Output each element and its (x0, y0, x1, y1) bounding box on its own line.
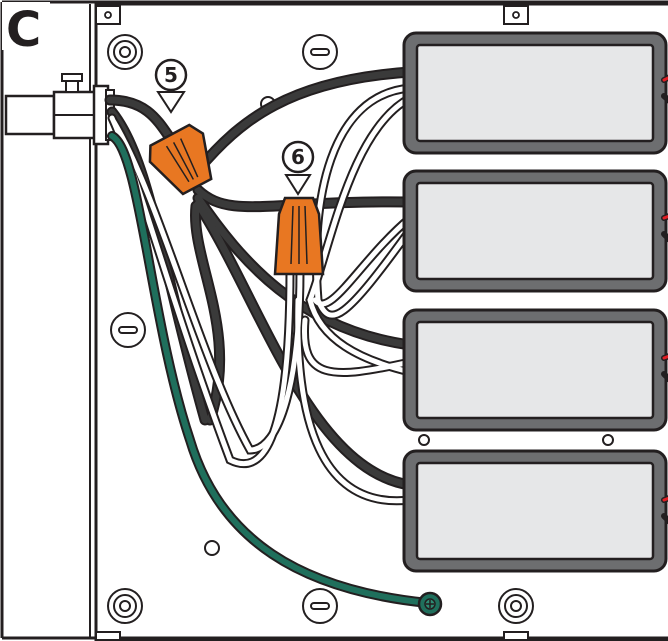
wire-nut-icon (148, 123, 213, 196)
callout-6: 6 (281, 140, 315, 196)
mounting-hole-icon (418, 434, 430, 446)
bottom-tab-right (503, 631, 529, 641)
knockout-icon (107, 588, 143, 624)
ground-screw-icon (417, 591, 443, 617)
panel-letter-box (2, 2, 50, 50)
wire-nut-icon (273, 196, 325, 276)
callout-5: 5 (154, 58, 188, 114)
callout-5-label: 5 (164, 63, 178, 87)
mounting-hole-icon (204, 540, 220, 556)
knockout-icon (107, 34, 143, 70)
mounting-hole-icon (602, 434, 614, 446)
conduit-fitting-icon (4, 73, 115, 146)
led-driver-1 (402, 31, 668, 155)
callout-6-label: 6 (291, 145, 305, 169)
knockout-icon (302, 34, 338, 70)
led-driver-3 (402, 308, 668, 432)
bottom-tab-left (95, 631, 121, 641)
top-mounting-tab-left (95, 5, 121, 25)
led-driver-2 (402, 169, 668, 293)
knockout-icon (302, 588, 338, 624)
panel-letter: C (6, 2, 41, 58)
driver-output-leads (661, 74, 668, 525)
knockout-icon (110, 312, 146, 348)
knockout-icon (498, 588, 534, 624)
led-driver-4 (402, 449, 668, 573)
top-mounting-tab-right (503, 5, 529, 25)
ground-wire (107, 131, 433, 608)
